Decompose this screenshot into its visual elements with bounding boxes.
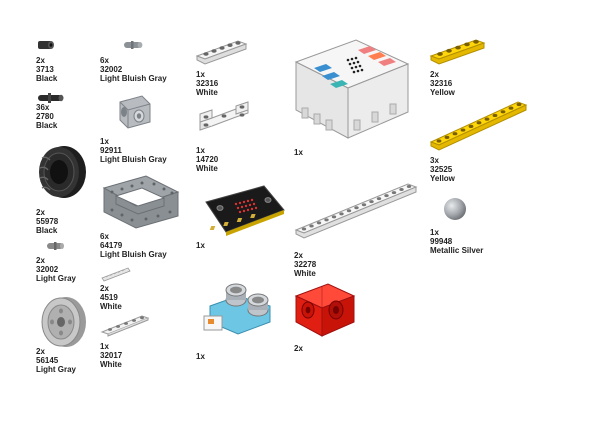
long-beam-part-image <box>294 183 418 239</box>
pin-part-image <box>38 93 64 103</box>
part-qty: 2x <box>294 251 303 260</box>
part-label-2780: 36x 2780 Black <box>36 103 57 130</box>
axle-part-image <box>101 267 131 282</box>
part-label-motor: 2x <box>294 344 303 353</box>
part-label-32278: 2x 32278 White <box>294 251 316 278</box>
part-number: 64179 <box>100 241 123 250</box>
part-color: Black <box>36 226 58 235</box>
part-label-sonar: 1x <box>196 352 205 361</box>
part-label-32525: 3x 32525 Yellow <box>430 156 455 183</box>
frame-part-image <box>102 175 180 229</box>
part-color: Black <box>36 121 58 130</box>
part-color: White <box>196 164 218 173</box>
part-color: Light Bluish Gray <box>100 250 167 259</box>
part-number: 92911 <box>100 146 122 155</box>
part-number: 14720 <box>196 155 219 164</box>
part-number: 32002 <box>36 265 59 274</box>
beam-part-image <box>195 40 248 65</box>
part-qty: 3x <box>430 156 439 165</box>
part-color: Yellow <box>430 88 455 97</box>
part-label-32316-white: 1x 32316 White <box>196 70 218 97</box>
microbit-board-image <box>205 185 285 236</box>
part-color: Light Bluish Gray <box>100 155 167 164</box>
part-number: 56145 <box>36 356 59 365</box>
part-label-56145: 2x 56145 Light Gray <box>36 347 76 374</box>
connector-part-image <box>119 95 151 129</box>
part-color: White <box>100 302 122 311</box>
part-qty: 2x <box>36 256 45 265</box>
part-qty: 6x <box>100 232 109 241</box>
part-label-55978: 2x 55978 Black <box>36 208 58 235</box>
part-qty: 2x <box>430 70 439 79</box>
part-qty: 1x <box>430 228 439 237</box>
part-qty: 1x <box>196 352 205 361</box>
part-label-14720: 1x 14720 White <box>196 146 218 173</box>
part-qty: 2x <box>36 208 45 217</box>
part-number: 99948 <box>430 237 453 246</box>
yellow-beam-part-image <box>429 39 486 65</box>
part-label-92911: 1x 92911 Light Bluish Gray <box>100 137 167 164</box>
thin-beam-part-image <box>100 315 150 337</box>
ball-part-image <box>444 198 466 220</box>
part-label-microbit: 1x <box>196 241 205 250</box>
part-qty: 1x <box>294 148 303 157</box>
motor-part-image <box>294 283 356 337</box>
long-yellow-beam-part-image <box>429 101 528 151</box>
part-color: White <box>294 269 316 278</box>
breakout-board-image <box>294 39 410 139</box>
part-color: Light Bluish Gray <box>100 74 167 83</box>
wheel-part-image <box>41 297 86 347</box>
part-qty: 2x <box>36 347 45 356</box>
part-qty: 1x <box>100 137 109 146</box>
part-color: Light Gray <box>36 274 77 283</box>
pin-part-image <box>47 242 64 250</box>
part-qty: 1x <box>100 342 109 351</box>
part-label-32017: 1x 32017 White <box>100 342 122 369</box>
tire-part-image <box>39 146 86 198</box>
part-color: White <box>100 360 122 369</box>
part-number: 32525 <box>430 165 453 174</box>
part-color: Metallic Silver <box>430 246 484 255</box>
part-label-32002-lbg: 6x 32002 Light Bluish Gray <box>100 56 167 83</box>
part-qty: 1x <box>196 146 205 155</box>
part-number: 32278 <box>294 260 317 269</box>
part-color: Black <box>36 74 58 83</box>
part-qty: 2x <box>294 344 303 353</box>
part-number: 4519 <box>100 293 118 302</box>
part-label-32316-yellow: 2x 32316 Yellow <box>430 70 455 97</box>
bush-part-image <box>38 41 54 49</box>
part-qty: 2x <box>36 56 45 65</box>
pin-part-image <box>124 41 143 49</box>
part-color: White <box>196 88 218 97</box>
sonar-sensor-image <box>203 283 271 335</box>
part-label-99948: 1x 99948 Metallic Silver <box>430 228 483 255</box>
part-qty: 1x <box>196 241 205 250</box>
h-beam-part-image <box>199 101 249 131</box>
part-qty: 2x <box>100 284 109 293</box>
part-number: 32002 <box>100 65 123 74</box>
part-qty: 36x <box>36 103 50 112</box>
part-label-breakout: 1x <box>294 148 303 157</box>
part-number: 32316 <box>430 79 453 88</box>
part-number: 2780 <box>36 112 54 121</box>
part-number: 3713 <box>36 65 54 74</box>
part-color: Light Gray <box>36 365 77 374</box>
part-label-4519: 2x 4519 White <box>100 284 122 311</box>
part-color: Yellow <box>430 174 455 183</box>
part-qty: 6x <box>100 56 109 65</box>
part-label-32002-lg: 2x 32002 Light Gray <box>36 256 76 283</box>
part-qty: 1x <box>196 70 205 79</box>
part-number: 32316 <box>196 79 219 88</box>
part-number: 32017 <box>100 351 123 360</box>
part-number: 55978 <box>36 217 59 226</box>
part-label-3713: 2x 3713 Black <box>36 56 57 83</box>
part-label-64179: 6x 64179 Light Bluish Gray <box>100 232 167 259</box>
